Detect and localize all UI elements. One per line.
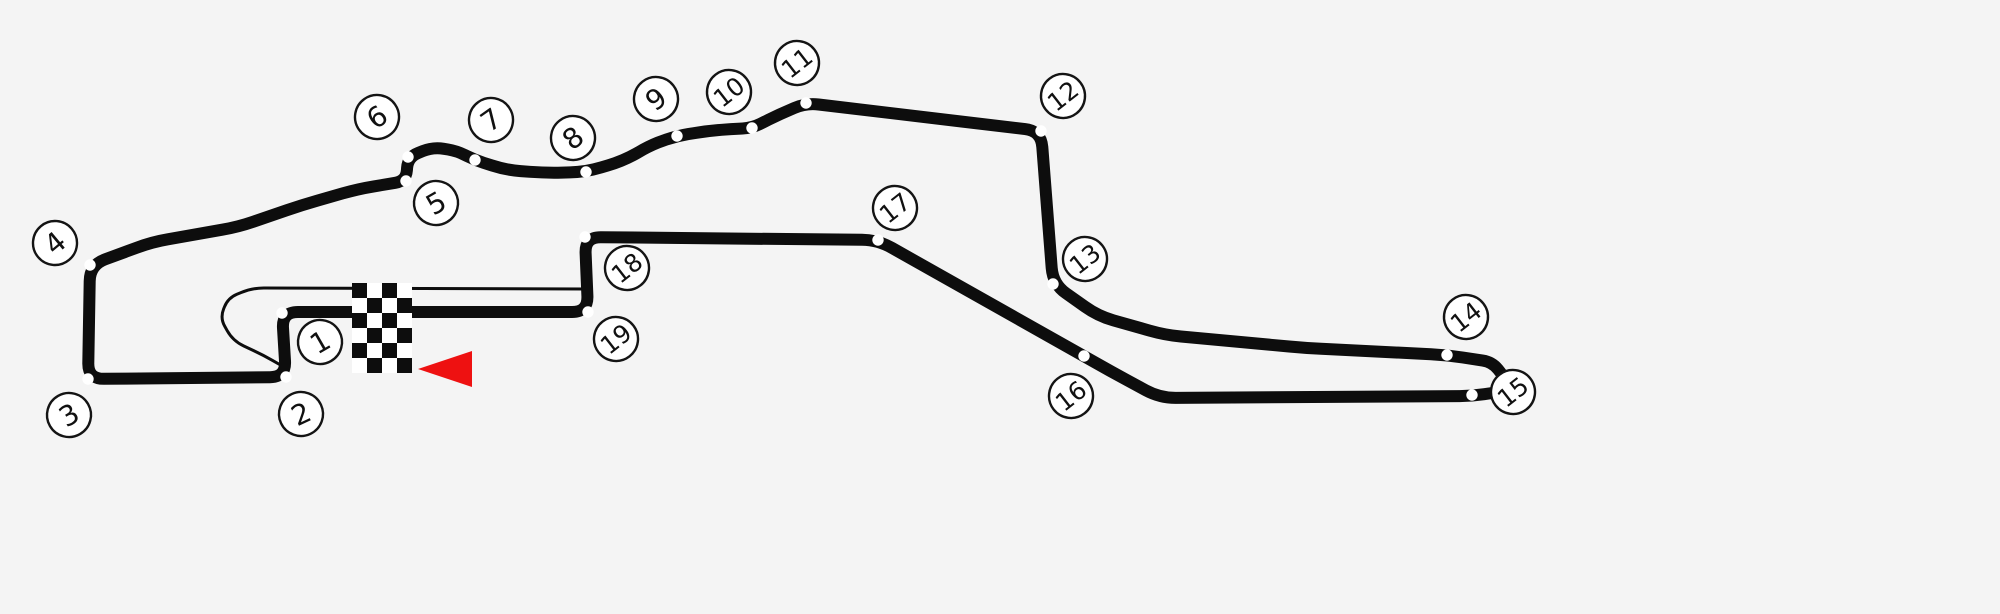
flag-cell — [367, 313, 382, 328]
corner-dot-7 — [469, 154, 481, 166]
corner-dot-9 — [671, 130, 683, 142]
corner-label-circle — [592, 315, 640, 363]
flag-cell — [352, 298, 367, 313]
corner-label-circle — [31, 219, 79, 267]
flag-cell — [382, 358, 397, 373]
corner-label-circle — [467, 96, 515, 144]
corner-label-2: 2 — [277, 390, 325, 438]
corner-label-8: 8 — [549, 114, 597, 162]
flag-cell — [352, 328, 367, 343]
corner-label-12: 12 — [1039, 72, 1087, 120]
flag-cell — [367, 358, 382, 373]
corner-dot-15 — [1466, 389, 1478, 401]
corner-label-16: 16 — [1047, 372, 1095, 420]
flag-cell — [397, 328, 412, 343]
corner-label-1: 1 — [296, 318, 344, 366]
flag-cell — [397, 283, 412, 298]
flag-cell — [382, 313, 397, 328]
corner-label-circle — [549, 114, 597, 162]
flag-cell — [367, 343, 382, 358]
corner-label-circle — [632, 75, 680, 123]
flag-cell — [397, 343, 412, 358]
corner-dot-6 — [402, 151, 414, 163]
corner-label-circle — [412, 179, 460, 227]
corner-label-15: 15 — [1489, 368, 1537, 416]
corner-label-circle — [296, 318, 344, 366]
corner-label-circle — [773, 39, 821, 87]
flag-cell — [367, 328, 382, 343]
corner-label-circle — [603, 244, 651, 292]
corner-dot-18 — [579, 231, 591, 243]
corner-dot-2 — [280, 371, 292, 383]
corner-label-circle — [1061, 235, 1109, 283]
direction-arrow — [418, 351, 472, 387]
corner-label-3: 3 — [45, 391, 93, 439]
flag-cell — [397, 298, 412, 313]
corner-label-circle — [871, 184, 919, 232]
corner-label-5: 5 — [412, 179, 460, 227]
corner-label-circle — [1047, 372, 1095, 420]
corner-label-circle — [45, 391, 93, 439]
corner-dot-3 — [82, 373, 94, 385]
corner-dot-19 — [582, 306, 594, 318]
flag-cell — [352, 313, 367, 328]
corner-label-circle — [1489, 368, 1537, 416]
corner-label-19: 19 — [592, 315, 640, 363]
corner-dot-17 — [872, 234, 884, 246]
corner-label-circle — [353, 93, 401, 141]
corner-label-9: 9 — [632, 75, 680, 123]
corner-label-circle — [1442, 293, 1490, 341]
flag-cell — [367, 298, 382, 313]
flag-cell — [382, 283, 397, 298]
corner-dot-16 — [1078, 350, 1090, 362]
corner-label-4: 4 — [31, 219, 79, 267]
corner-label-14: 14 — [1442, 293, 1490, 341]
corner-label-11: 11 — [773, 39, 821, 87]
flag-cell — [352, 283, 367, 298]
corner-label-circle — [1039, 72, 1087, 120]
corner-label-10: 10 — [705, 68, 753, 116]
flag-cell — [352, 343, 367, 358]
corner-dot-1 — [276, 307, 288, 319]
corner-label-18: 18 — [603, 244, 651, 292]
pit-lane — [220, 286, 589, 369]
flag-cell — [397, 358, 412, 373]
start-finish-flag — [352, 283, 412, 373]
flag-cell — [382, 343, 397, 358]
corner-dot-14 — [1441, 349, 1453, 361]
flag-cell — [352, 358, 367, 373]
flag-cell — [367, 283, 382, 298]
flag-cell — [382, 298, 397, 313]
corner-label-circle — [705, 68, 753, 116]
flag-cell — [397, 313, 412, 328]
corner-dot-13 — [1047, 278, 1059, 290]
corner-label-17: 17 — [871, 184, 919, 232]
corner-label-13: 13 — [1061, 235, 1109, 283]
corner-label-6: 6 — [353, 93, 401, 141]
corner-dot-11 — [800, 97, 812, 109]
corner-dot-10 — [746, 122, 758, 134]
corner-dot-12 — [1035, 125, 1047, 137]
flag-cell — [382, 328, 397, 343]
corner-dot-4 — [84, 259, 96, 271]
corner-label-circle — [277, 390, 325, 438]
corner-dot-8 — [580, 166, 592, 178]
corner-dot-5 — [400, 175, 412, 187]
corner-label-7: 7 — [467, 96, 515, 144]
